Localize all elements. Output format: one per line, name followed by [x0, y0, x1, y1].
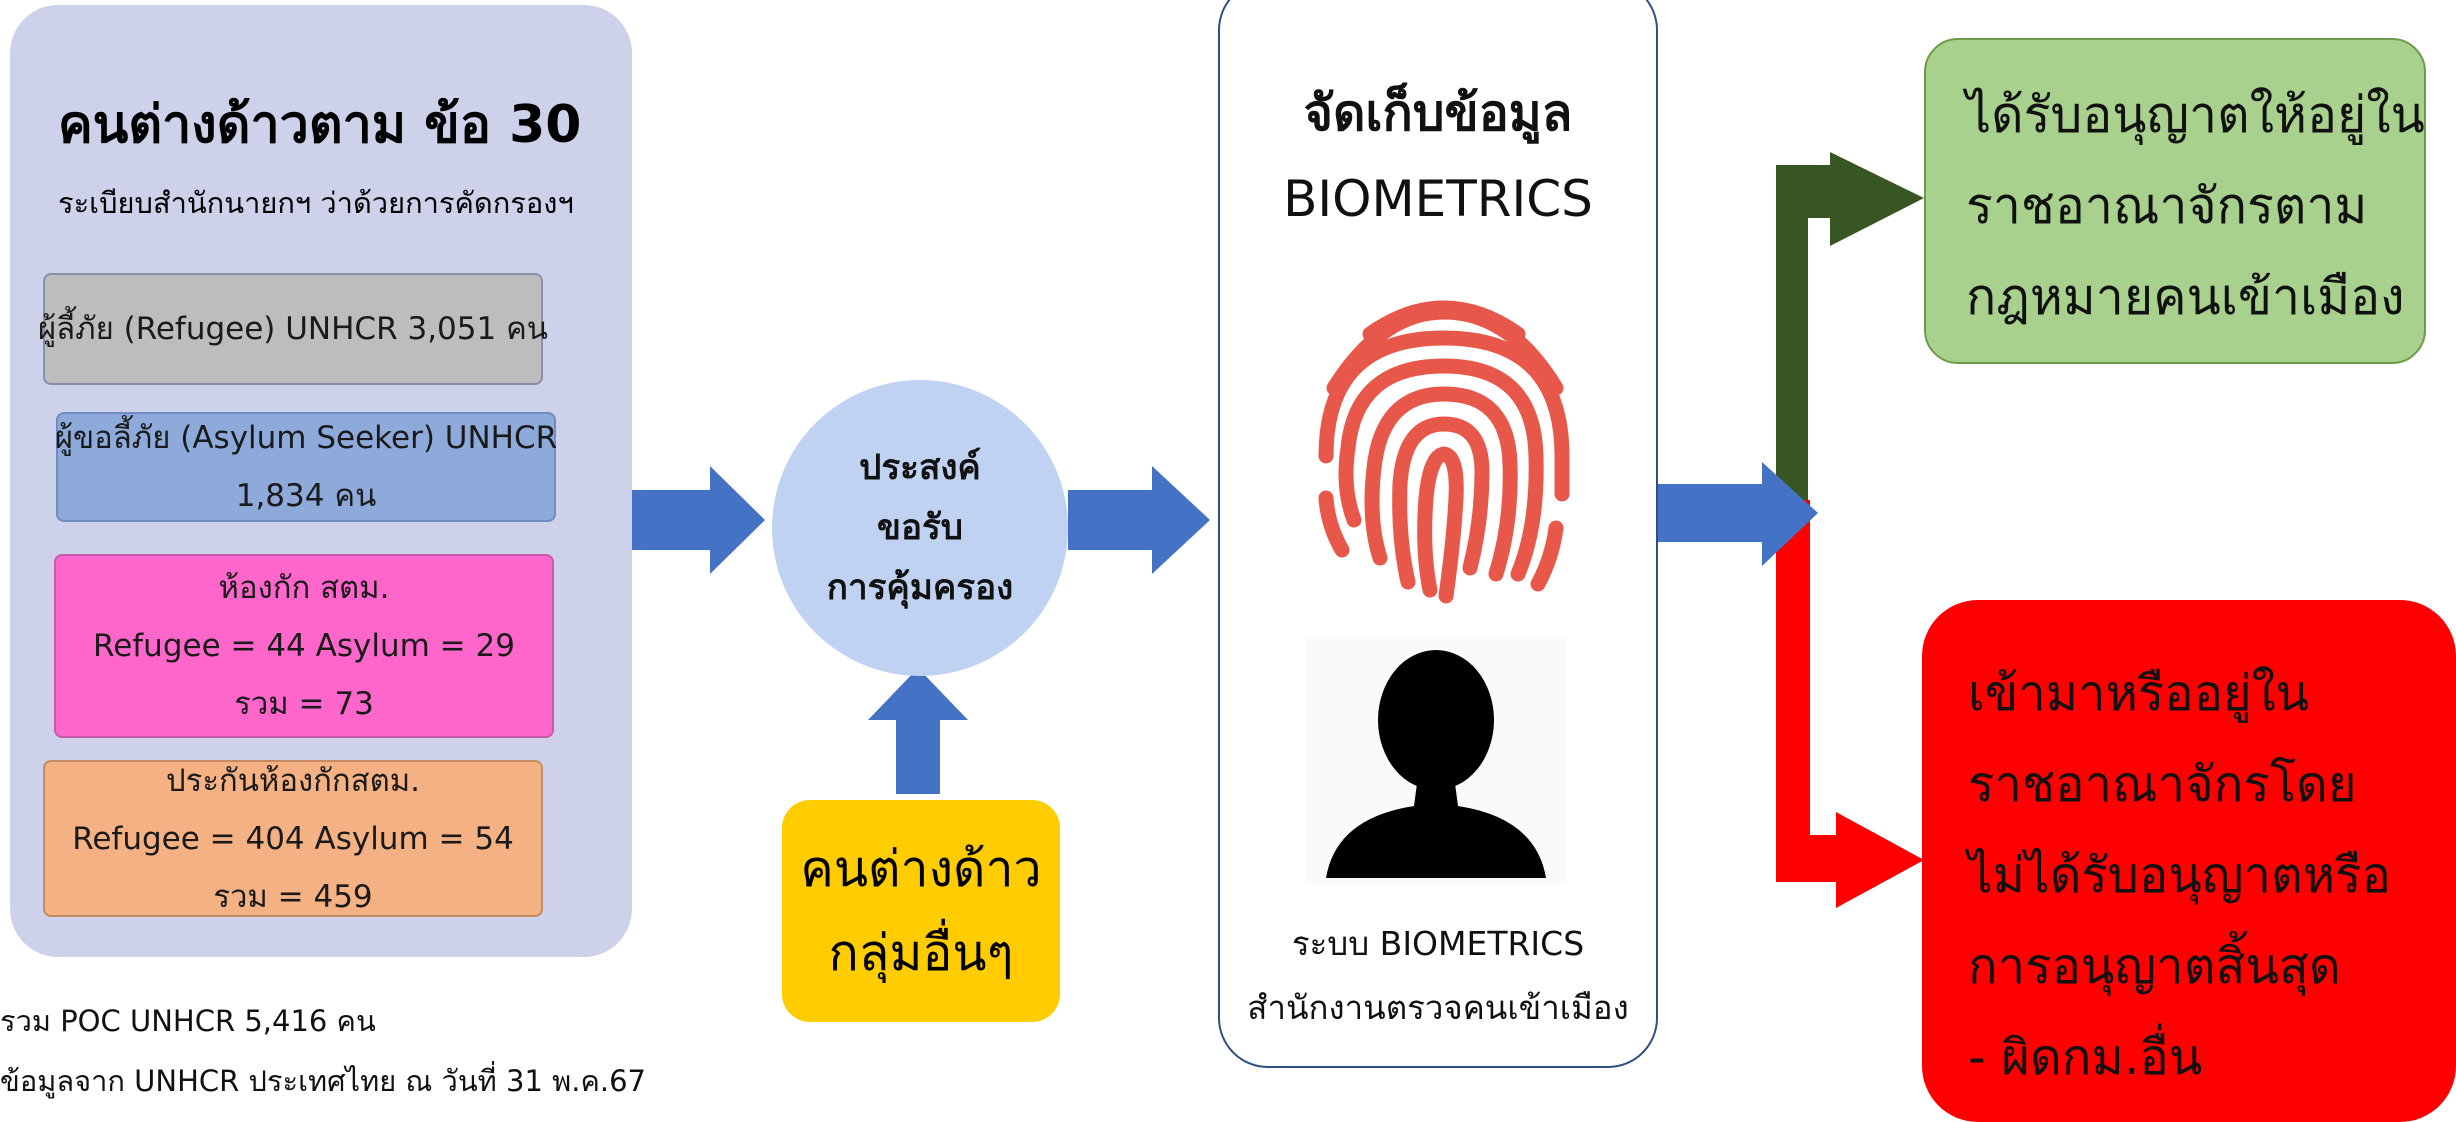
category-line: ผู้ขอลี้ภัย (Asylum Seeker) UNHCR — [54, 420, 558, 456]
outcome-line: การอนุญาตสิ้นสุด — [1968, 938, 2341, 995]
circle-line: การคุ้มครอง — [826, 568, 1014, 608]
arrow-panel-to-circle — [632, 466, 765, 574]
outcome-permitted: ได้รับอนุญาตให้อยู่ใน ราชอาณาจักรตาม กฎห… — [1924, 38, 2426, 364]
outcome-line: กฎหมายคนเข้าเมือง — [1966, 268, 2405, 326]
arrow-biometrics-out — [1658, 462, 1818, 566]
category-asylum-seeker: ผู้ขอลี้ภัย (Asylum Seeker) UNHCR 1,834 … — [54, 412, 558, 522]
footnote-source: ข้อมูลจาก UNHCR ประเทศไทย ณ วันที่ 31 พ.… — [0, 1064, 646, 1098]
panel-title: คนต่างด้าวตาม ข้อ 30 — [58, 95, 582, 155]
person-silhouette-icon — [1326, 650, 1546, 878]
arrow-red-branch — [1776, 500, 1924, 908]
outcome-line: เข้ามาหรืออยู่ใน — [1968, 665, 2310, 722]
category-line: ห้องกัก สตม. — [218, 570, 390, 606]
outcome-line: - ผิดกม.อื่น — [1968, 1029, 2203, 1086]
category-line: Refugee = 44 Asylum = 29 — [93, 628, 515, 664]
category-line: รวม = 459 — [213, 878, 373, 915]
arrow-other-to-circle — [868, 668, 968, 794]
other-line: กลุ่มอื่นๆ — [828, 924, 1014, 982]
arrow-green-branch — [1776, 152, 1924, 502]
biometrics-caption: ระบบ BIOMETRICS สำนักงานตรวจคนเข้าเมือง — [1218, 912, 1658, 1040]
outcome-line: ไม่ได้รับอนุญาตหรือ — [1968, 847, 2391, 904]
category-line: ประกันห้องกักสตม. — [165, 762, 420, 799]
fingerprint-icon — [1318, 300, 1570, 604]
biometrics-title-line: จัดเก็บข้อมูล — [1303, 84, 1573, 142]
other-foreigners-box: คนต่างด้าว กลุ่มอื่นๆ — [782, 800, 1060, 1022]
category-detention-bail: ประกันห้องกักสตม. Refugee = 404 Asylum =… — [43, 760, 543, 917]
biometrics-caption-line: สำนักงานตรวจคนเข้าเมือง — [1247, 988, 1629, 1027]
category-line: 1,834 คน — [235, 478, 377, 514]
protection-request-circle: ประสงค์ ขอรับ การคุ้มครอง — [772, 380, 1068, 676]
biometrics-card — [1218, 0, 1658, 1068]
biometrics-title: จัดเก็บข้อมูล BIOMETRICS — [1218, 70, 1658, 242]
category-detention: ห้องกัก สตม. Refugee = 44 Asylum = 29 รว… — [54, 554, 554, 738]
portrait-frame — [1306, 638, 1566, 884]
outcome-line: ราชอาณาจักรโดย — [1968, 756, 2357, 813]
outcome-illegal: เข้ามาหรืออยู่ใน ราชอาณาจักรโดย ไม่ได้รั… — [1922, 600, 2456, 1122]
circle-line: ประสงค์ — [859, 448, 981, 488]
other-line: คนต่างด้าว — [800, 840, 1042, 898]
category-line: Refugee = 404 Asylum = 54 — [72, 820, 514, 857]
outcome-line: ได้รับอนุญาตให้อยู่ใน — [1966, 86, 2425, 144]
category-line: รวม = 73 — [234, 686, 374, 722]
biometrics-title-line: BIOMETRICS — [1283, 170, 1593, 228]
category-line: ผู้ลี้ภัย (Refugee) UNHCR 3,051 คน — [37, 311, 549, 347]
biometrics-caption-line: ระบบ BIOMETRICS — [1291, 924, 1585, 963]
circle-line: ขอรับ — [877, 508, 963, 548]
arrow-circle-to-biometrics — [1068, 466, 1210, 574]
category-refugee: ผู้ลี้ภัย (Refugee) UNHCR 3,051 คน — [38, 273, 548, 385]
panel-subtitle: ระเบียบสำนักนายกฯ ว่าด้วยการคัดกรองฯ — [58, 186, 574, 220]
footnote-total: รวม POC UNHCR 5,416 คน — [0, 1004, 376, 1038]
outcome-line: ราชอาณาจักรตาม — [1966, 177, 2368, 235]
